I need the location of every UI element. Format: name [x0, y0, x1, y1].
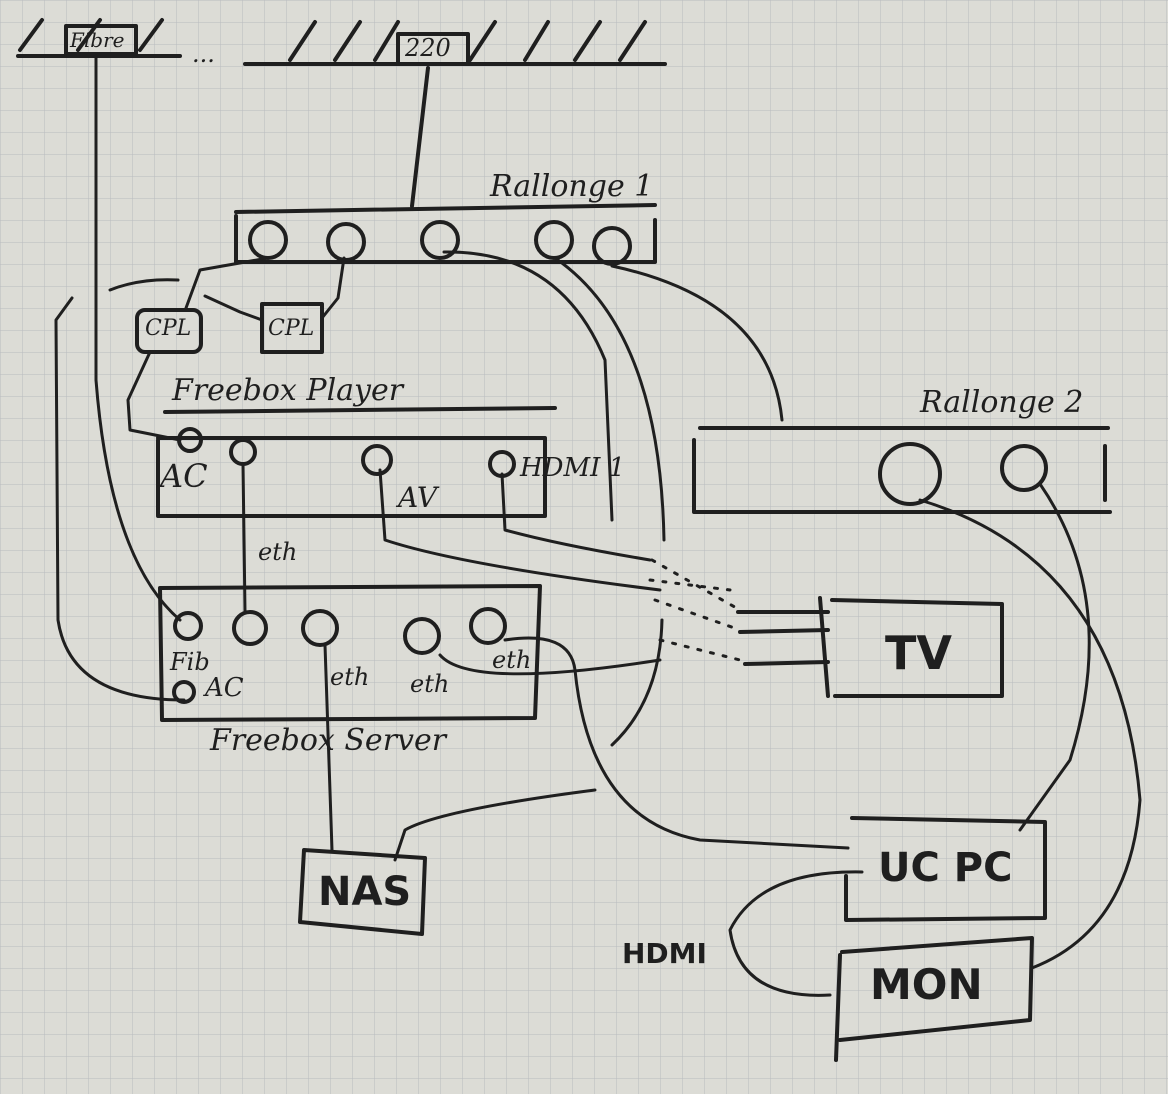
cables — [54, 54, 1142, 997]
server-eth2-label: eth — [410, 670, 450, 698]
power-outlet — [396, 32, 470, 66]
monitor-label: MON — [870, 960, 983, 1009]
tv-label: TV — [885, 626, 952, 680]
rallonge2-label: Rallonge 2 — [920, 385, 1084, 420]
rallonge1-socket-3 — [420, 220, 460, 260]
player-hdmi-label: HDMI 1 — [520, 453, 626, 483]
cpl-right-label: CPL — [268, 316, 315, 341]
wall-ellipsis: ... — [192, 40, 215, 68]
server-eth3-port — [469, 607, 507, 645]
wall — [16, 18, 667, 66]
nas-label: NAS — [318, 869, 412, 915]
server-eth1-port — [301, 609, 339, 647]
player-ac-label: AC — [160, 457, 208, 495]
player-av-label: AV — [398, 481, 438, 514]
power-outlet-label: 220 — [405, 34, 451, 62]
player-av-port — [361, 444, 393, 476]
server-ac-port — [232, 610, 268, 646]
freebox-server-label: Freebox Server — [210, 723, 447, 758]
server-fib-port — [173, 611, 203, 641]
cable-bundle-dots — [648, 558, 742, 662]
server-eth3-label: eth — [492, 646, 532, 674]
monitor-box — [838, 936, 1034, 1042]
rallonge2-socket-1 — [878, 442, 942, 506]
rallonge1-socket-2 — [326, 222, 366, 262]
hdmi-cable-label: HDMI — [622, 937, 707, 970]
fibre-outlet-label: Fibre — [70, 28, 125, 52]
player-eth-link-label: eth — [258, 538, 298, 566]
server-eth2-port — [403, 617, 441, 655]
freebox-player-label: Freebox Player — [172, 373, 404, 408]
rallonge1-socket-5 — [592, 226, 632, 266]
fibre-outlet — [64, 24, 138, 56]
server-eth1-label: eth — [330, 663, 370, 691]
rallonge1-strip — [234, 66, 657, 266]
server-ac-label: AC — [205, 673, 244, 703]
cpl-right-adapter — [260, 302, 324, 354]
tv-box — [736, 596, 1004, 698]
rallonge1-label: Rallonge 1 — [490, 169, 654, 204]
pc-label: UC PC — [878, 845, 1013, 891]
nas-box — [298, 848, 427, 936]
server-fib-label: Fib — [170, 648, 210, 676]
cpl-left-adapter — [135, 308, 203, 354]
server-fib-port-2 — [172, 680, 196, 704]
rallonge2-socket-2 — [1000, 444, 1048, 492]
rallonge2-strip — [692, 426, 1112, 514]
pc-box — [844, 816, 1047, 922]
freebox-server — [158, 584, 542, 722]
cpl-left-label: CPL — [145, 316, 192, 341]
